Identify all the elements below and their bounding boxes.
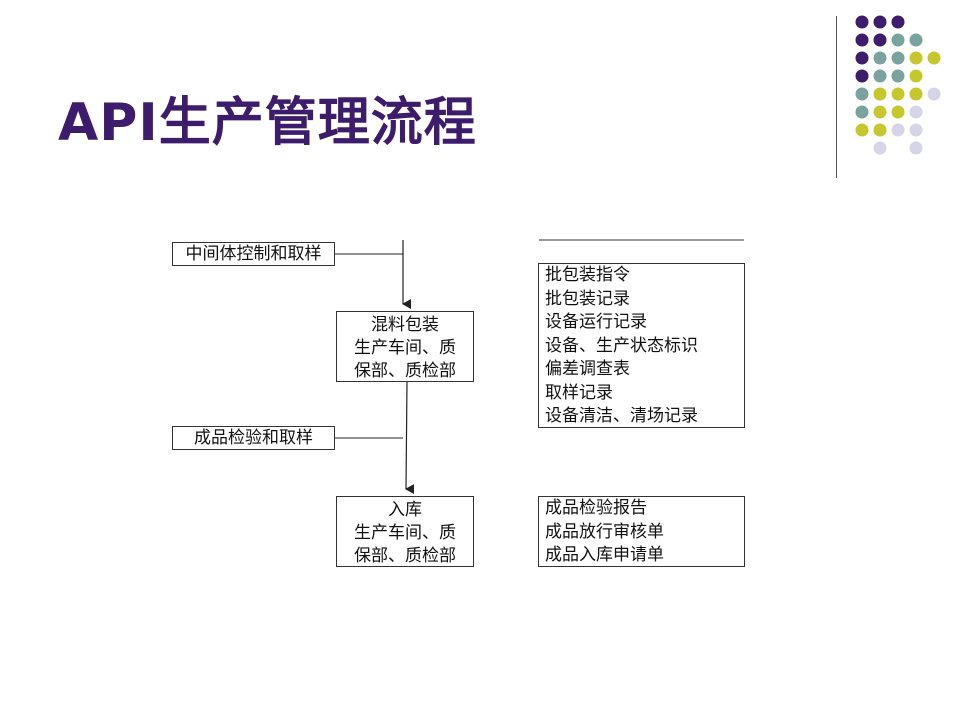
slide-title: API生产管理流程 <box>58 93 477 153</box>
decorative-dot <box>891 123 905 137</box>
decorative-dot <box>909 123 923 137</box>
decorative-dot <box>891 51 905 65</box>
decorative-dot <box>873 69 887 83</box>
decorative-dot <box>891 33 905 47</box>
intermediate-control-label: 中间体控制和取样 <box>172 242 335 266</box>
decorative-dot <box>873 87 887 101</box>
decorative-dot <box>927 87 941 101</box>
step-name: 入库 <box>388 500 422 520</box>
finished-product-test-label: 成品检验和取样 <box>172 426 335 450</box>
record-item: 设备清洁、清场记录 <box>545 406 698 426</box>
records-list-warehouse: 成品检验报告 成品放行审核单 成品入库申请单 <box>538 496 745 567</box>
title-divider-line <box>836 16 837 178</box>
step-department: 生产车间、质 <box>354 523 456 543</box>
decorative-dot <box>855 51 869 65</box>
step-department: 生产车间、质 <box>354 338 456 358</box>
step-name: 混料包装 <box>371 315 439 335</box>
decorative-dot <box>909 105 923 119</box>
decorative-dot <box>855 87 869 101</box>
decorative-dot <box>891 69 905 83</box>
step-department: 保部、质检部 <box>354 546 456 566</box>
decorative-dot <box>873 141 887 155</box>
decorative-dot <box>891 87 905 101</box>
decorative-dot <box>891 15 905 29</box>
records-list-mixing: 批包装指令 批包装记录 设备运行记录 设备、生产状态标识 偏差调查表 取样记录 … <box>538 263 745 428</box>
decorative-dot <box>855 33 869 47</box>
record-item: 偏差调查表 <box>545 359 630 379</box>
record-item: 成品入库申请单 <box>545 545 664 565</box>
decorative-dot <box>891 105 905 119</box>
step-warehouse-entry: 入库 生产车间、质 保部、质检部 <box>336 496 474 567</box>
decorative-dot <box>873 33 887 47</box>
decorative-dot <box>909 141 923 155</box>
decorative-dot <box>873 51 887 65</box>
decorative-dot <box>909 69 923 83</box>
decorative-dot <box>909 33 923 47</box>
record-item: 成品放行审核单 <box>545 521 664 542</box>
record-item: 设备、生产状态标识 <box>545 335 698 356</box>
decorative-dot <box>855 105 869 119</box>
decorative-dot <box>873 105 887 119</box>
record-item: 成品检验报告 <box>545 498 647 518</box>
record-item: 批包装记录 <box>545 288 630 309</box>
decorative-dot <box>855 15 869 29</box>
decorative-dot <box>873 15 887 29</box>
intermediate-control-text: 中间体控制和取样 <box>185 244 322 264</box>
decorative-dot <box>909 87 923 101</box>
decorative-dot <box>909 51 923 65</box>
decorative-dot <box>927 51 941 65</box>
record-item: 设备运行记录 <box>545 312 647 332</box>
decorative-dot <box>855 69 869 83</box>
finished-product-test-text: 成品检验和取样 <box>194 428 313 448</box>
record-item: 取样记录 <box>545 382 613 403</box>
record-item: 批包装指令 <box>545 265 630 285</box>
step-department: 保部、质检部 <box>354 361 456 381</box>
decorative-dot <box>873 123 887 137</box>
step-mixing-packaging: 混料包装 生产车间、质 保部、质检部 <box>336 311 474 382</box>
decorative-dot <box>855 123 869 137</box>
arrow-to-warehouse <box>405 380 415 495</box>
